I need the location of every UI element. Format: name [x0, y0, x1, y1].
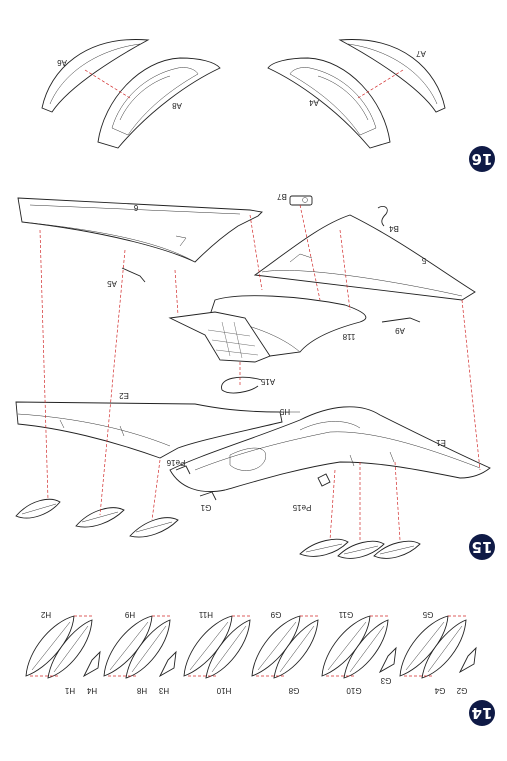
label-a5: A5: [107, 279, 117, 288]
label-h5: H5: [279, 407, 290, 416]
step-15-group: 6 B7 B4 5 A5 A9 118 A15 E2 H5 E1 Pe16 G1…: [15, 192, 495, 560]
part-a7-canopy-panel: [338, 39, 446, 113]
label-a4: A4: [309, 98, 319, 107]
part-a9: [381, 317, 421, 323]
part-a15-loop: [221, 376, 263, 394]
part-g1: [199, 491, 217, 501]
canopy-set-h8-h9-h3: [103, 615, 177, 679]
label-pe16: Pe16: [166, 458, 185, 467]
part-pe15: [317, 473, 331, 487]
svg-text:15: 15: [472, 538, 493, 556]
label-g11: G11: [338, 610, 353, 619]
label-a7: A7: [416, 49, 426, 58]
label-h11: H11: [198, 610, 213, 619]
step-14-badge: 14: [469, 700, 495, 726]
label-e2: E2: [119, 391, 129, 400]
label-g8: G8: [288, 686, 299, 695]
label-g3: G3: [380, 676, 391, 685]
label-g1: G1: [200, 503, 211, 512]
part-pe16: [175, 465, 191, 475]
pod-left-3: [129, 517, 179, 538]
step-14-group: H2 H1 H4 H9 H8 H3 H11 H10 G9 G8 G11 G10 …: [25, 610, 495, 726]
canopy-set-h10-h11: [183, 615, 251, 679]
label-g2: G2: [456, 686, 467, 695]
label-h4: H4: [86, 686, 97, 695]
part-a4-canopy-frame: [267, 57, 391, 149]
canopy-set-h1-h2-h4: [25, 615, 101, 679]
label-g4: G4: [434, 686, 445, 695]
part-6-wing-strip: [17, 197, 263, 263]
label-g10: G10: [346, 686, 362, 695]
part-5-wing-panel: [253, 214, 476, 301]
part-a6-canopy-panel: [41, 39, 150, 113]
canopy-set-g8-g9: [251, 615, 319, 679]
part-a5: [121, 267, 146, 283]
pod-left-1: [15, 498, 61, 519]
label-h8: H8: [136, 686, 147, 695]
label-a9: A9: [395, 326, 405, 335]
part-cockpit-tub: [168, 311, 271, 363]
part-b4-clip: [377, 205, 388, 227]
part-e2-lower-wing: [15, 401, 283, 459]
part-b7: [289, 195, 313, 206]
svg-text:16: 16: [472, 150, 493, 168]
part-a8-canopy-frame: [97, 57, 221, 149]
svg-text:14: 14: [472, 704, 493, 722]
canopy-set-g4-g5-g2: [399, 615, 477, 679]
label-a15: A15: [260, 377, 275, 386]
label-g9: G9: [270, 610, 281, 619]
label-a6: A6: [57, 58, 67, 67]
label-h9: H9: [124, 610, 135, 619]
step-16-group: A6 A8 A7 A4 16: [41, 39, 495, 172]
label-e1: E1: [436, 438, 446, 447]
label-h2: H2: [40, 610, 51, 619]
step-16-badge: 16: [469, 146, 495, 172]
label-pe15: Pe15: [292, 503, 311, 512]
canopy-set-g10-g11-g3: [321, 615, 397, 679]
label-5: 5: [421, 256, 426, 265]
label-118: 118: [342, 332, 355, 341]
label-h1: H1: [64, 686, 75, 695]
pod-left-2: [75, 507, 125, 528]
label-h10: H10: [216, 686, 231, 695]
label-a8: A8: [172, 101, 182, 110]
label-b4: B4: [389, 224, 399, 233]
label-6: 6: [133, 203, 138, 212]
label-g5: G5: [422, 610, 433, 619]
label-h3: H3: [158, 686, 169, 695]
step-15-badge: 15: [469, 534, 495, 560]
label-b7: B7: [277, 192, 287, 201]
